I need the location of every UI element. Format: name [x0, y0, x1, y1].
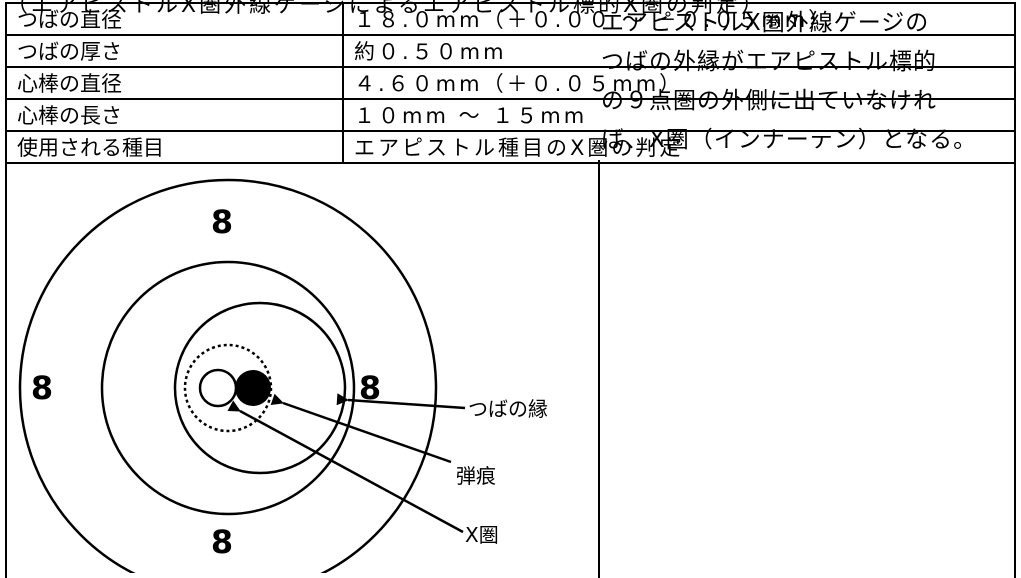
- description-line: の９点圏の外側に出ていなけれ: [601, 88, 937, 114]
- callout-x-ring: X圏: [465, 523, 499, 547]
- spec-label: 心棒の長さ: [5, 98, 344, 132]
- callout-flange-edge: つばの縁: [468, 397, 548, 421]
- target-diagram: 8 8 8 8 つばの縁 弾痕 X圏: [18, 178, 548, 573]
- spec-label: つばの直径: [5, 2, 344, 36]
- arrow-flange-edge: [336, 393, 466, 410]
- description-line: つばの外縁がエアピストル標的: [601, 49, 937, 75]
- spec-value: エアピストル種目のX圏の判定: [342, 130, 1016, 164]
- ring-outer: [18, 178, 438, 573]
- arrow-x-ring: [227, 400, 464, 534]
- arrow-bullet-hole: [270, 393, 452, 464]
- bullet-hole: [235, 370, 271, 406]
- callout-bullet-hole: 弾痕: [456, 464, 496, 488]
- spec-label: 使用される種目: [5, 130, 344, 164]
- ring-label-right: 8: [359, 369, 381, 407]
- table-row: つばの直径 １８.０mm（＋０.００ ～ －０.０５mm）: [5, 2, 1016, 36]
- table-row: つばの厚さ 約０.５０mm: [5, 34, 1016, 68]
- ring-label-left: 8: [31, 369, 53, 407]
- gauge-spec-table: つばの直径 １８.０mm（＋０.００ ～ －０.０５mm） つばの厚さ 約０.５…: [5, 2, 1016, 164]
- table-row: 心棒の長さ １０mm ～ １５mm: [5, 98, 1016, 132]
- spec-value: １８.０mm（＋０.００ ～ －０.０５mm）: [342, 2, 1016, 36]
- illustration-panel: [5, 160, 1016, 578]
- gauge-flange-edge: [173, 301, 347, 475]
- ring-label-top: 8: [211, 203, 233, 241]
- table-row: 使用される種目 エアピストル種目のX圏の判定: [5, 130, 1016, 164]
- spec-value: ４.６０mm（＋０.０５mm）: [342, 66, 1016, 100]
- ring-label-bottom: 8: [211, 523, 233, 561]
- spec-value: １０mm ～ １５mm: [342, 98, 1016, 132]
- spec-label: つばの厚さ: [5, 34, 344, 68]
- description-line: エアピストルX圏外線ゲージの: [601, 10, 930, 36]
- spec-value: 約０.５０mm: [342, 34, 1016, 68]
- x-ring-center: [198, 368, 238, 408]
- spec-label: 心棒の直径: [5, 66, 344, 100]
- panel-divider: [598, 160, 600, 578]
- ring-nine: [100, 260, 356, 516]
- description-text: エアピストルX圏外線ゲージの つばの外縁がエアピストル標的 の９点圏の外側に出て…: [601, 4, 1021, 160]
- description-line: ば、X圏（インナーテン）となる。: [601, 127, 978, 153]
- table-row: 心棒の直径 ４.６０mm（＋０.０５mm）: [5, 66, 1016, 100]
